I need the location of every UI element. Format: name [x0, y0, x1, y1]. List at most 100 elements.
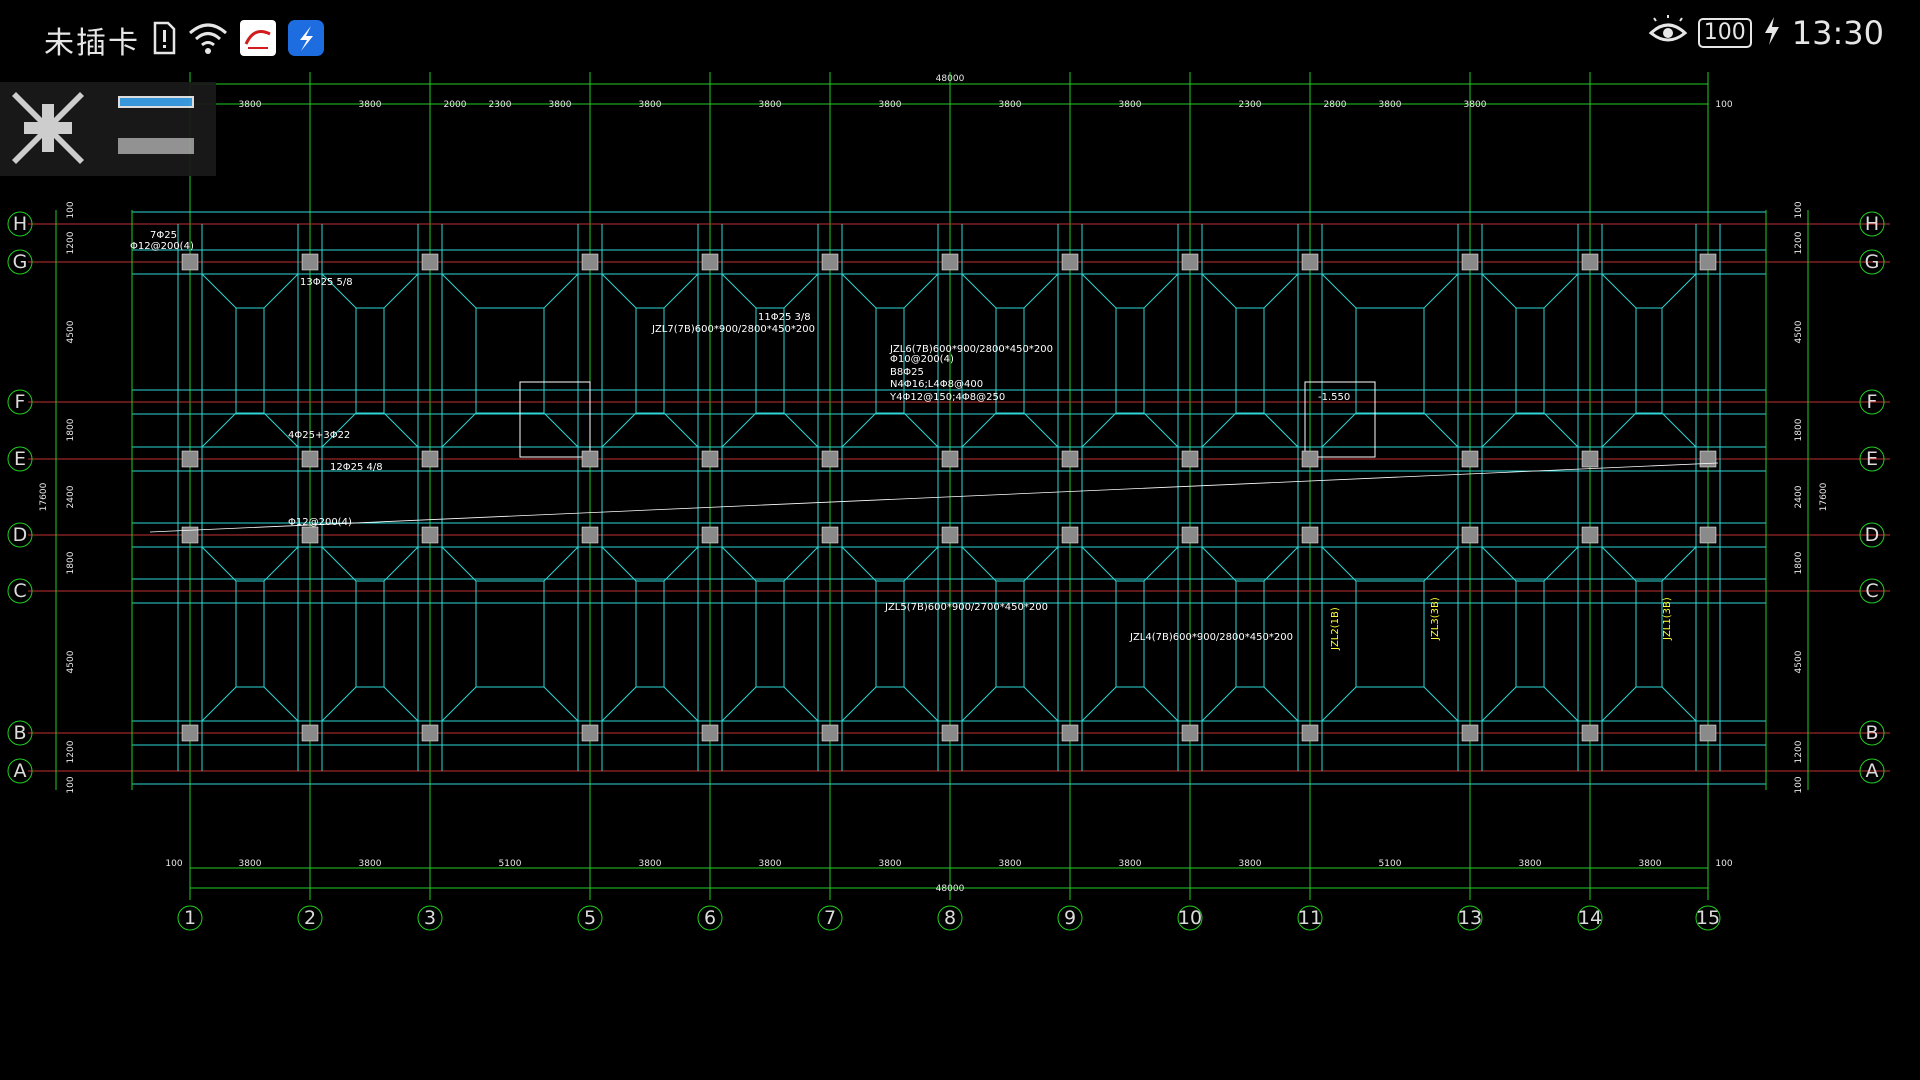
haunch-line [1201, 273, 1237, 309]
stair-pit [519, 381, 591, 458]
row-label-circle [7, 578, 33, 604]
row-label: F [15, 391, 26, 413]
row-label-circle [1859, 249, 1885, 275]
column [1461, 724, 1479, 742]
column [1301, 450, 1319, 468]
haunch-line [1601, 546, 1637, 582]
clock-time: 13:30 [1791, 14, 1884, 52]
col-label: 8 [944, 907, 956, 929]
row-label: C [13, 580, 26, 602]
column [821, 724, 839, 742]
slab-panel [755, 307, 785, 414]
dim-bottom-span: 5100 [499, 859, 522, 869]
haunch-line [1143, 686, 1179, 722]
haunch-line [1423, 273, 1459, 309]
dim-bottom-span: 3800 [1519, 859, 1542, 869]
dim-top-span: 2300 [1239, 100, 1262, 110]
haunch-line [1321, 412, 1357, 448]
dim-top-span: 3800 [239, 100, 262, 110]
haunch-line [841, 686, 877, 722]
slab-panel [355, 580, 385, 688]
slab-panel [355, 307, 385, 414]
haunch-line [441, 546, 477, 582]
column [181, 526, 199, 544]
haunch-line [383, 412, 419, 448]
col-label: 3 [424, 907, 436, 929]
column [1581, 450, 1599, 468]
haunch-line [1263, 686, 1299, 722]
column [1061, 450, 1079, 468]
row-label-circle [1859, 720, 1885, 746]
rebar-note: Φ10@200(4) [890, 354, 954, 365]
grid-lines [28, 72, 1890, 900]
haunch-line [263, 686, 299, 722]
col-label-circle [1057, 905, 1083, 931]
news-app-icon [240, 20, 276, 60]
column [1699, 253, 1717, 271]
haunch-line [601, 686, 637, 722]
slab-panel [1515, 580, 1545, 688]
rebar-note: Φ12@200(4) [288, 517, 352, 528]
column [941, 526, 959, 544]
charging-icon [1762, 15, 1782, 51]
haunch-line [903, 546, 939, 582]
haunch-line [1321, 546, 1357, 582]
column [301, 253, 319, 271]
leader-line [149, 462, 1719, 533]
dim-left: 4500 [66, 320, 76, 343]
row-label-circle [7, 758, 33, 784]
col-label-circle [297, 905, 323, 931]
column [301, 526, 319, 544]
rebar-note: B8Φ25 [890, 367, 924, 378]
dim-left: 1200 [66, 740, 76, 763]
row-label: E [14, 448, 26, 470]
slab-panel [1115, 307, 1145, 414]
row-label-circle [7, 522, 33, 548]
haunch-line [663, 686, 699, 722]
haunch-line [201, 686, 237, 722]
rebar-note: N4Φ16;L4Φ8@400 [890, 379, 983, 390]
haunch-line [321, 412, 357, 448]
haunch-line [1601, 686, 1637, 722]
slab-panel [635, 307, 665, 414]
haunch-line [1423, 686, 1459, 722]
haunch-line [721, 273, 757, 309]
slab-panel [1355, 580, 1425, 688]
slab-panel [1235, 307, 1265, 414]
row-label: B [1865, 722, 1878, 744]
column [941, 253, 959, 271]
dim-bottom-span: 5100 [1379, 859, 1402, 869]
col-label-circle [817, 905, 843, 931]
slab-panel [1635, 307, 1663, 414]
column [701, 724, 719, 742]
dim-right-total: 17600 [1819, 482, 1829, 511]
dim-top-span: 2800 [1324, 100, 1347, 110]
menu-lines-icon[interactable] [118, 96, 194, 158]
col-label: 10 [1178, 907, 1202, 929]
row-label-circle [7, 446, 33, 472]
col-label-circle [417, 905, 443, 931]
column [701, 253, 719, 271]
slab-panel [1235, 580, 1265, 688]
column [301, 724, 319, 742]
row-label: F [1867, 391, 1878, 413]
view-tool-panel [0, 82, 216, 176]
app-s-icon [288, 20, 324, 60]
shrink-arrows-icon[interactable] [12, 92, 84, 168]
column [701, 450, 719, 468]
dim-bottom-span: 3800 [1119, 859, 1142, 869]
column [1699, 526, 1717, 544]
row-label: H [13, 213, 27, 235]
column [1581, 724, 1599, 742]
haunch-line [1081, 412, 1117, 448]
haunch-line [663, 273, 699, 309]
column [181, 450, 199, 468]
dim-right: 1800 [1794, 551, 1804, 574]
slab-panel [635, 580, 665, 688]
haunch-line [663, 546, 699, 582]
rebar-note: JZL4(7B)600*900/2800*450*200 [1129, 632, 1293, 643]
dim-top-span: 3800 [1379, 100, 1402, 110]
